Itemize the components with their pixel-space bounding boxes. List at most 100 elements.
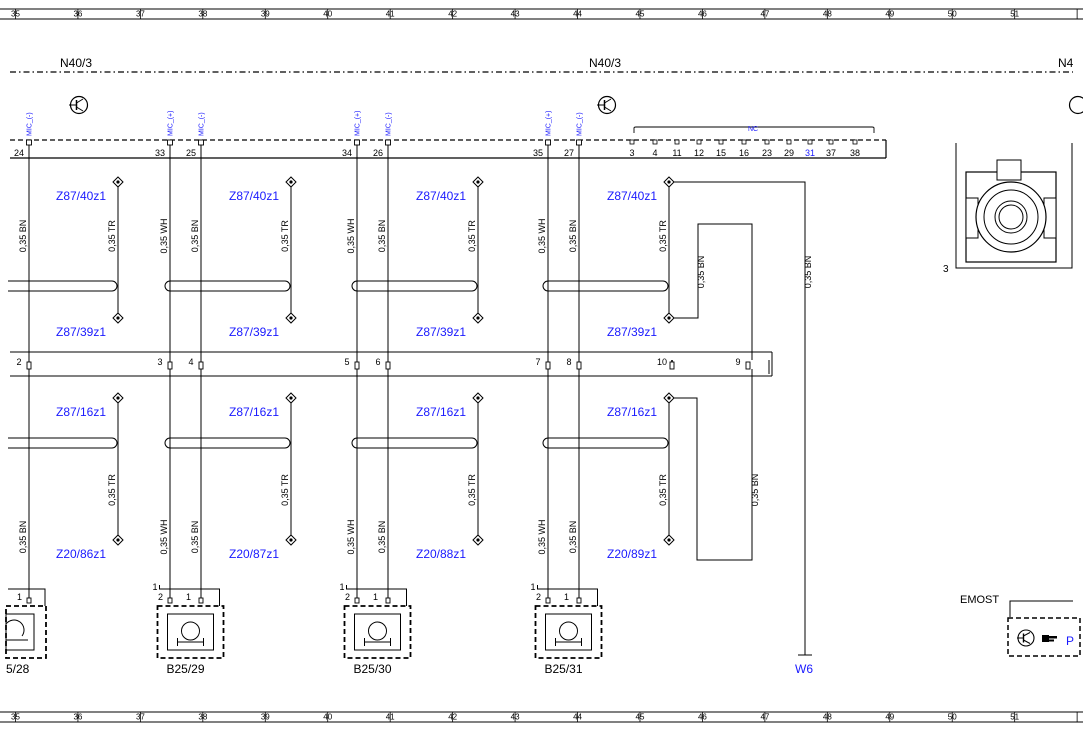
grid-column-number: 42 bbox=[448, 713, 457, 722]
wire-spec-label: 0,35 BN bbox=[696, 256, 706, 289]
grid-column-number: 48 bbox=[823, 713, 832, 722]
wire-spec-label: 0,35 TR bbox=[467, 220, 477, 252]
splice-point bbox=[112, 176, 124, 188]
splice-label: Z87/16z1 bbox=[56, 405, 106, 419]
grid-column-number: 43 bbox=[511, 713, 520, 722]
splice-point bbox=[112, 392, 124, 404]
pin-signal-label: MIC_(+) bbox=[168, 111, 175, 136]
connector-pin bbox=[674, 139, 680, 145]
grid-column-number: 49 bbox=[885, 713, 894, 722]
splice-point bbox=[112, 534, 124, 546]
ground-label: W6 bbox=[795, 662, 813, 676]
grid-column-number: 36 bbox=[73, 713, 82, 722]
splice-label: Z87/40z1 bbox=[416, 189, 466, 203]
pin-signal-label: MIC_(-) bbox=[386, 112, 393, 136]
connector-pin bbox=[545, 597, 551, 604]
grid-column-number: 36 bbox=[73, 10, 82, 19]
wire-spec-label: 0,35 WH bbox=[537, 218, 547, 253]
connector-pin-number: 3 bbox=[157, 357, 162, 367]
connector-pin bbox=[545, 139, 551, 146]
grid-column-number: 42 bbox=[448, 10, 457, 19]
splice-label: Z87/39z1 bbox=[607, 325, 657, 339]
component-outer-pin: 1 bbox=[531, 582, 536, 592]
grid-column-number: 47 bbox=[760, 713, 769, 722]
splice-point bbox=[663, 534, 675, 546]
splice-point bbox=[285, 176, 297, 188]
connector-pin bbox=[26, 361, 32, 370]
connector-pin-number: 24 bbox=[14, 148, 24, 158]
grid-column-number: 50 bbox=[948, 10, 957, 19]
splice-point bbox=[112, 312, 124, 324]
connector-pin-number: 4 bbox=[188, 357, 193, 367]
grid-column-number: 46 bbox=[698, 10, 707, 19]
labels-layer: MIC_(-)24MIC_(+)33MIC_(-)25MIC_(+)34MIC_… bbox=[6, 111, 860, 676]
wire-spec-label: 0,35 WH bbox=[537, 519, 547, 554]
grid-column-number: 37 bbox=[136, 10, 145, 19]
component-body bbox=[354, 613, 401, 651]
pin-number: 2 bbox=[536, 592, 541, 602]
grid-column-number: 49 bbox=[885, 10, 894, 19]
wire-bn-loop bbox=[669, 223, 753, 360]
connector-pin bbox=[576, 597, 582, 604]
connector-pin-number: 23 bbox=[762, 148, 772, 158]
microphone-icon bbox=[368, 621, 387, 641]
plug-pin-label: 3 bbox=[943, 264, 949, 275]
connector-pin bbox=[26, 139, 32, 146]
connector-pin bbox=[629, 139, 635, 145]
splice-label: Z20/88z1 bbox=[416, 547, 466, 561]
connector-pin-number: 5 bbox=[344, 357, 349, 367]
component-border bbox=[534, 605, 603, 659]
connector-pin-number: 37 bbox=[826, 148, 836, 158]
connector-pin-number: 31 bbox=[805, 148, 815, 158]
wire-spec-label: 0,35 TR bbox=[107, 220, 117, 252]
nc-bracket: NC bbox=[633, 126, 875, 133]
connector-pin bbox=[718, 139, 724, 145]
connector-pin-number: 8 bbox=[566, 357, 571, 367]
wires-layer bbox=[5, 145, 806, 659]
pin-number: 1 bbox=[186, 592, 191, 602]
splice-point bbox=[472, 392, 484, 404]
control-unit-label-2: N40/3 bbox=[589, 56, 621, 70]
splice-point bbox=[663, 312, 675, 324]
connector-pin-number: 34 bbox=[342, 148, 352, 158]
twisted-pair-shield bbox=[542, 280, 669, 292]
connector-pin-number: 6 bbox=[375, 357, 380, 367]
emost-label: EMOST bbox=[960, 594, 999, 606]
grid-column-number: 43 bbox=[511, 10, 520, 19]
control-unit-label-1: N40/3 bbox=[60, 56, 92, 70]
grid-column-number: 40 bbox=[323, 713, 332, 722]
component-outer-pin: 1 bbox=[153, 582, 158, 592]
connector-pin bbox=[745, 361, 751, 370]
twisted-pair-shield bbox=[8, 437, 118, 449]
pin-number: 1 bbox=[564, 592, 569, 602]
connector-pin bbox=[354, 139, 360, 146]
hand-pointer-icon bbox=[1042, 635, 1057, 642]
twisted-pair-shield bbox=[164, 280, 291, 292]
connector-pin bbox=[26, 597, 32, 604]
connector-pin bbox=[385, 597, 391, 604]
component-label: 5/28 bbox=[6, 662, 30, 676]
connector-pin bbox=[167, 597, 173, 604]
twisted-pair-shield bbox=[351, 280, 478, 292]
connector-pin bbox=[852, 139, 858, 145]
transistor-icon bbox=[597, 95, 617, 115]
wire-spec-label: 0,35 WH bbox=[346, 218, 356, 253]
connector-pin bbox=[576, 361, 582, 370]
wire-spec-label: 0,35 WH bbox=[159, 519, 169, 554]
connector-pin bbox=[167, 139, 173, 146]
microphone-component bbox=[5, 588, 47, 659]
splice-point bbox=[285, 312, 297, 324]
grid-column-number: 38 bbox=[198, 10, 207, 19]
wire-spec-label: 0,35 BN bbox=[18, 220, 28, 253]
connector-pin bbox=[764, 139, 770, 145]
pin-signal-label: MIC_(-) bbox=[27, 112, 34, 136]
component-label: B25/29 bbox=[166, 662, 204, 676]
connector-pin-number: 33 bbox=[155, 148, 165, 158]
splice-label: Z87/39z1 bbox=[56, 325, 106, 339]
connector-pin bbox=[576, 139, 582, 146]
component-outline bbox=[159, 585, 220, 606]
connector-top bbox=[10, 139, 887, 159]
splice-label: Z20/87z1 bbox=[229, 547, 279, 561]
grid-column-number: 48 bbox=[823, 10, 832, 19]
